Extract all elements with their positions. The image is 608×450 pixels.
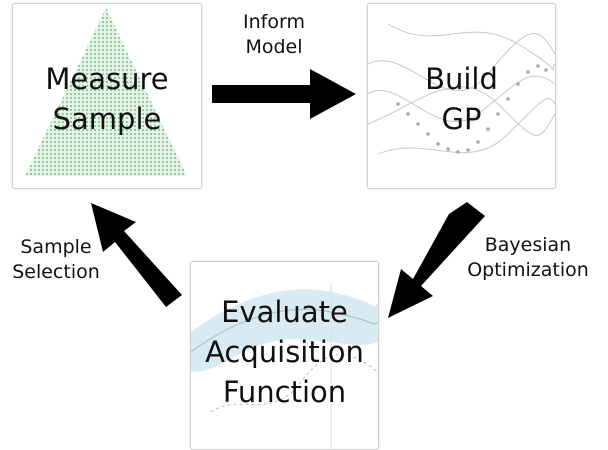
bayesian-label-line1: Bayesian: [484, 234, 572, 256]
evaluate-label-line2: Acquisition: [205, 335, 364, 369]
acquisition-pattern: [191, 282, 378, 449]
build-label-line2: GP: [441, 102, 482, 136]
bayesian-label-line2: Optimization: [467, 259, 589, 281]
arrow-sample-selection: [91, 203, 182, 307]
sample-label-line1: Sample: [20, 236, 92, 258]
bayesian-optimization-label: Bayesian Optimization: [452, 233, 604, 283]
sample-label-line2: Selection: [12, 261, 100, 283]
measure-sample-box: Measure Sample: [12, 3, 202, 189]
build-gp-label: Build GP: [368, 59, 555, 139]
inform-label-line1: Inform: [243, 11, 305, 33]
measure-label-line1: Measure: [45, 62, 169, 96]
arrow-bayesian-optimization: [388, 202, 485, 318]
evaluate-label-line3: Function: [222, 375, 347, 409]
evaluate-label: Evaluate Acquisition Function: [191, 292, 378, 412]
triangle-sample-pattern: [25, 8, 187, 176]
measure-label-line2: Sample: [52, 102, 162, 136]
gp-curves-pattern: [368, 23, 555, 155]
inform-model-label: Inform Model: [226, 10, 322, 60]
evaluate-label-line1: Evaluate: [221, 295, 348, 329]
evaluate-acquisition-box: Evaluate Acquisition Function: [190, 261, 379, 450]
sample-selection-label: Sample Selection: [0, 235, 112, 285]
measure-sample-label: Measure Sample: [13, 59, 201, 139]
build-gp-box: Build GP: [367, 3, 556, 189]
inform-label-line2: Model: [245, 36, 303, 58]
arrow-inform-model: [212, 69, 356, 119]
build-label-line1: Build: [425, 62, 498, 96]
